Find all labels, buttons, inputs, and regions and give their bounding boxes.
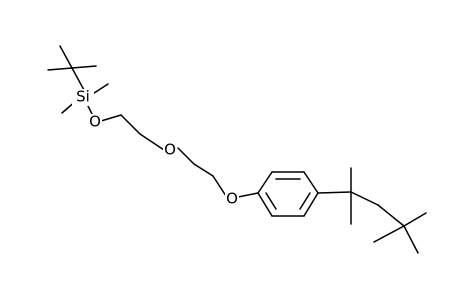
bond [257, 192, 273, 217]
benzene-ring [257, 171, 319, 217]
oxygen-atom-label: O [164, 141, 176, 159]
bond [71, 65, 97, 69]
bond [177, 147, 195, 165]
bond [317, 191, 352, 194]
oxygen-atom-label: O [226, 190, 238, 208]
bond [403, 225, 419, 254]
bond [47, 67, 73, 71]
bond [303, 171, 319, 194]
bond [212, 175, 227, 197]
bond [59, 45, 73, 69]
bond [120, 114, 141, 135]
tert-butyl-group [47, 45, 97, 91]
atom-labels: Si O O O [72, 88, 239, 208]
si-label-bg [72, 89, 94, 106]
o1-label-bg [88, 114, 102, 130]
bond [303, 192, 319, 217]
bond [299, 192, 311, 210]
bond [373, 225, 405, 243]
glycol-chain [100, 114, 227, 197]
bond [403, 212, 427, 227]
bond [350, 191, 379, 206]
bond [237, 192, 259, 198]
o2-label-bg [163, 142, 177, 158]
bond [193, 163, 214, 177]
bond [257, 171, 273, 194]
bond [139, 133, 165, 151]
o3-label-bg [225, 191, 239, 207]
silicon-atom-label: Si [76, 88, 90, 106]
bond [100, 114, 122, 122]
bond [265, 192, 277, 210]
tetramethylbutyl-group [317, 167, 427, 254]
bond [71, 67, 85, 91]
oxygen-atom-label: O [89, 113, 101, 131]
bond [377, 204, 405, 227]
